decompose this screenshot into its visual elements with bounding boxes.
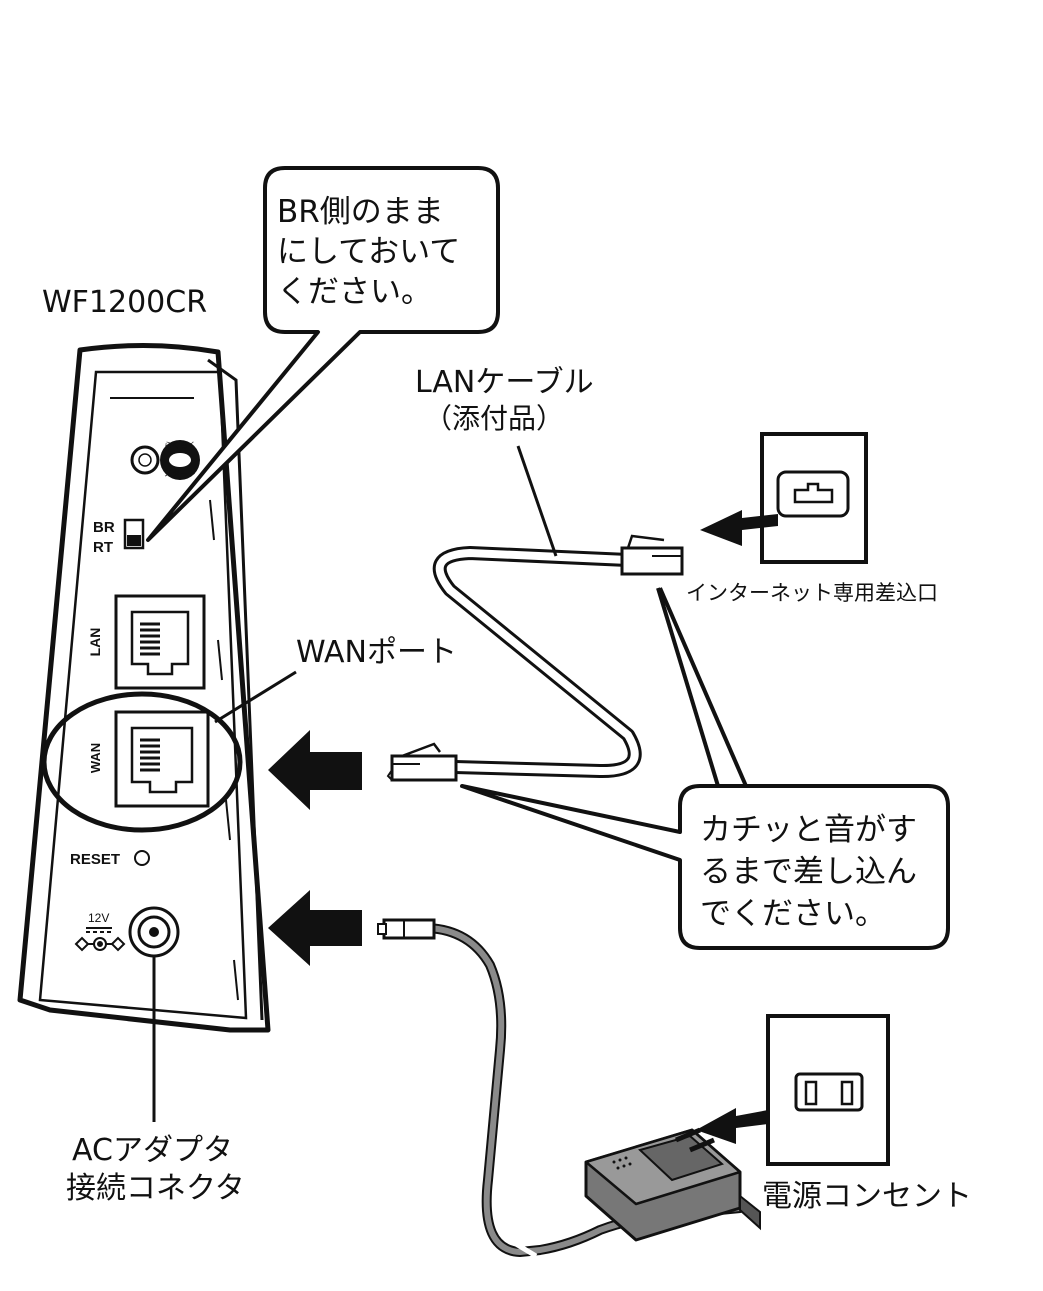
lan-cable: [432, 546, 642, 779]
ac-adapter: [584, 1127, 761, 1242]
switch-label-rt: RT: [93, 539, 113, 556]
click-callout-line1: カチッと音がす: [700, 812, 917, 848]
arrow-to-dc-jack-icon: [268, 890, 362, 966]
lan-port[interactable]: [114, 594, 206, 690]
voltage-label: 12V: [88, 911, 109, 925]
lan-cable-label: LANケーブル: [415, 365, 594, 400]
dc-plug: [377, 918, 436, 940]
lan-port-label: LAN: [87, 628, 103, 657]
click-callout-line2: るまで差し込ん: [700, 854, 917, 890]
br-callout: BR側のまま にしておいて ください。: [146, 166, 500, 542]
dc-jack[interactable]: [128, 906, 180, 958]
wan-port-callout-label: WANポート: [296, 635, 457, 670]
br-callout-line1: BR側のまま: [277, 194, 444, 230]
wan-port[interactable]: [114, 710, 210, 808]
start-badge: らくらく スタート: [160, 440, 200, 480]
lan-plug-router-end: [386, 742, 458, 782]
power-outlet-label: 電源コンセント: [762, 1179, 972, 1214]
click-callout: カチッと音がす るまで差し込ん でください。: [460, 587, 950, 950]
internet-outlet: [760, 432, 868, 564]
br-callout-line2: にしておいて: [277, 234, 460, 270]
reset-button[interactable]: [134, 850, 150, 866]
lan-cable-sub-label: （添付品）: [424, 402, 564, 435]
br-callout-line3: ください。: [277, 274, 432, 310]
arrow-to-internet-outlet-icon: [700, 510, 778, 546]
wan-highlight-circle: [41, 691, 243, 833]
wan-port-leader: [214, 670, 297, 724]
power-outlet: [766, 1014, 890, 1166]
wan-port-label: WAN: [88, 743, 103, 773]
arrow-to-power-outlet-icon: [696, 1108, 768, 1144]
polarity-icon: [74, 927, 126, 952]
start-button[interactable]: [130, 445, 160, 475]
switch-label-br: BR: [93, 519, 115, 536]
internet-outlet-label: インターネット専用差込口: [686, 582, 938, 605]
model-name: WF1200CR: [42, 285, 207, 320]
start-badge-top: らくらく: [164, 441, 196, 450]
br-rt-switch[interactable]: [123, 518, 145, 550]
click-callout-line3: でください。: [700, 896, 886, 932]
ac-connector-label-line1: ACアダプタ: [72, 1133, 233, 1168]
start-badge-bottom: スタート: [164, 469, 196, 478]
lan-cable-leader: [516, 445, 558, 557]
ac-connector-label-line2: 接続コネクタ: [66, 1171, 245, 1206]
arrow-to-wan-icon: [268, 730, 362, 810]
reset-label: RESET: [70, 851, 120, 868]
lan-plug-wall-end: [620, 534, 684, 576]
